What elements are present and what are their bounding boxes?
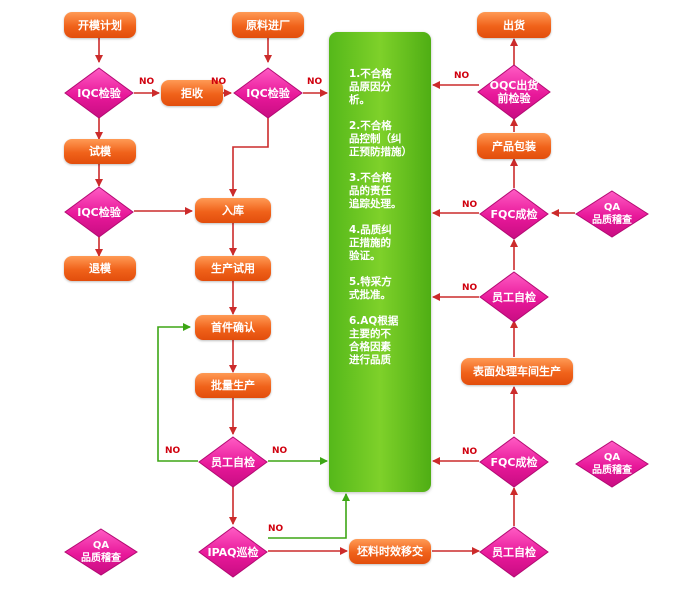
reject-node[interactable]: 拒收 — [161, 80, 223, 106]
no-label-fqc-top: NO — [462, 200, 478, 210]
no-label-self-left-loop: NO — [165, 446, 181, 456]
edge-self-loop-to-first — [157, 323, 198, 462]
oqc-check-diamond[interactable]: OQC出货 前检验 — [477, 64, 551, 120]
fqc-check-bottom-label: FQC成检 — [490, 455, 538, 469]
qa-audit-right-diamond[interactable]: QA 品质稽查 — [575, 440, 649, 488]
self-check-left-label: 员工自检 — [211, 455, 255, 469]
iqc-check-1-diamond[interactable]: IQC检验 — [64, 67, 134, 119]
self-check-bottom-label: 员工自检 — [492, 545, 536, 559]
fqc-check-top-diamond[interactable]: FQC成检 — [479, 188, 549, 240]
iqc-check-2-diamond[interactable]: IQC检验 — [233, 67, 303, 119]
qa-audit-right-label: QA 品质稽查 — [592, 452, 632, 476]
mold-plan-node[interactable]: 开模计划 — [64, 12, 136, 38]
raw-material-node[interactable]: 原料进厂 — [232, 12, 304, 38]
no-label-reject: NO — [211, 77, 227, 87]
warehouse-in-node[interactable]: 入库 — [195, 198, 271, 223]
qa-audit-top-diamond[interactable]: QA 品质稽查 — [575, 190, 649, 238]
iqc-check-1-label: IQC检验 — [77, 86, 121, 100]
no-label-oqc: NO — [454, 71, 470, 81]
iqc-check-3-diamond[interactable]: IQC检验 — [64, 186, 134, 238]
shipment-node[interactable]: 出货 — [477, 12, 551, 38]
fqc-check-top-label: FQC成检 — [490, 207, 538, 221]
iqc-check-2-label: IQC检验 — [246, 86, 290, 100]
panel-item: 3.不合格 品的责任 追踪处理。 — [349, 172, 402, 210]
trial-mold-node[interactable]: 试模 — [64, 139, 136, 164]
panel-list: 1.不合格 品原因分 析。 2.不合格 品控制（纠 正预防措施） 3.不合格 品… — [349, 68, 425, 380]
ipqc-patrol-diamond[interactable]: IPAQ巡检 — [198, 526, 268, 578]
panel-item: 2.不合格 品控制（纠 正预防措施） — [349, 120, 412, 158]
panel-item: 5.特采方 式批准。 — [349, 276, 392, 301]
no-label-self-left-panel: NO — [272, 446, 288, 456]
qa-audit-top-label: QA 品质稽查 — [592, 202, 632, 226]
self-check-left-diamond[interactable]: 员工自检 — [198, 436, 268, 488]
ipqc-patrol-label: IPAQ巡检 — [207, 545, 259, 559]
fqc-check-bottom-diamond[interactable]: FQC成检 — [479, 436, 549, 488]
self-check-right-diamond[interactable]: 员工自检 — [479, 271, 549, 323]
no-label-self-right: NO — [462, 283, 478, 293]
panel-item: 1.不合格 品原因分 析。 — [349, 68, 392, 106]
no-label-iqc2: NO — [307, 77, 323, 87]
qa-audit-left-label: QA 品质稽查 — [81, 540, 121, 564]
edge-ipqc-to-panel — [268, 493, 350, 539]
production-trial-node[interactable]: 生产试用 — [195, 256, 271, 281]
qa-audit-left-diamond[interactable]: QA 品质稽查 — [64, 528, 138, 576]
no-label-ipqc: NO — [268, 524, 284, 534]
self-check-right-label: 员工自检 — [492, 290, 536, 304]
oqc-check-label: OQC出货 前检验 — [489, 79, 539, 105]
panel-item: 6.AQ根据 主要的不 合格因素 进行品质 — [349, 315, 399, 366]
no-label-fqc-bottom: NO — [462, 447, 478, 457]
corrective-action-panel: 1.不合格 品原因分 析。 2.不合格 品控制（纠 正预防措施） 3.不合格 品… — [329, 32, 431, 492]
return-mold-node[interactable]: 退模 — [64, 256, 136, 281]
self-check-bottom-diamond[interactable]: 员工自检 — [479, 526, 549, 578]
mass-production-node[interactable]: 批量生产 — [195, 373, 271, 398]
no-label-iqc1: NO — [139, 77, 155, 87]
blank-transfer-node[interactable]: 坯料时效移交 — [349, 539, 431, 564]
edge-iqc2-to-warehouse — [229, 117, 269, 197]
surface-treatment-node[interactable]: 表面处理车间生产 — [461, 358, 573, 385]
product-packaging-node[interactable]: 产品包装 — [477, 133, 551, 159]
panel-item: 4.品质纠 正措施的 验证。 — [349, 224, 392, 262]
iqc-check-3-label: IQC检验 — [77, 205, 121, 219]
first-piece-node[interactable]: 首件确认 — [195, 315, 271, 340]
